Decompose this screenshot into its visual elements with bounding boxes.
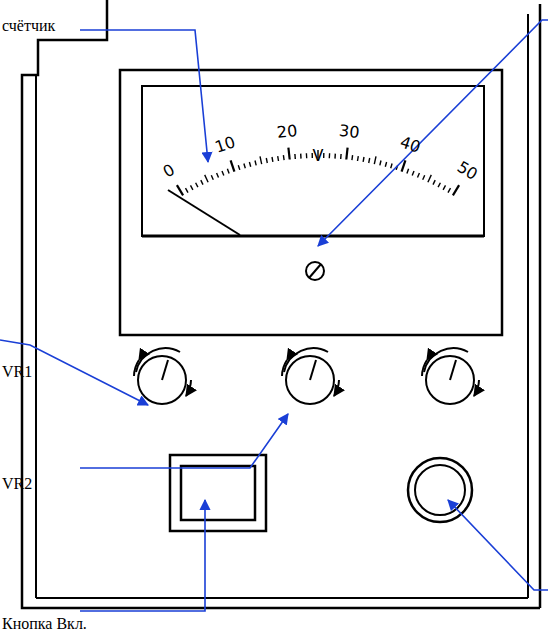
scale-tick	[222, 171, 224, 176]
scale-tick	[374, 156, 376, 164]
scale-tick	[249, 162, 250, 167]
scale-tick	[428, 175, 431, 182]
scale-tick	[340, 154, 342, 159]
scale-tick	[334, 154, 336, 159]
scale-tick	[260, 156, 262, 164]
scale-tick	[351, 155, 353, 160]
scale-tick	[423, 175, 425, 180]
scale-tick	[227, 169, 229, 174]
part-label: Кнопка Вкл.	[2, 616, 87, 632]
scale-tick	[412, 171, 414, 176]
scale-tick	[294, 154, 296, 159]
scale-tick	[300, 154, 302, 159]
part-label: VR2	[2, 476, 32, 492]
scale-tick	[443, 185, 445, 189]
scale-tick	[369, 158, 370, 163]
scale-tick	[453, 185, 459, 195]
part-label: счётчик	[2, 18, 55, 34]
scale-tick	[177, 185, 183, 195]
scale-tick	[288, 148, 289, 160]
scale-tick	[231, 160, 235, 171]
scale-tick	[329, 153, 331, 158]
scale-tick	[346, 148, 347, 160]
unit-label: V	[313, 148, 324, 164]
scale-tick	[238, 165, 240, 170]
scale-tick	[255, 161, 256, 166]
scale-tick	[391, 164, 392, 169]
scale-tick	[201, 180, 203, 185]
scale-number: 30	[338, 123, 360, 141]
scale-tick	[357, 156, 359, 161]
scale-tick	[407, 169, 409, 174]
scale-tick	[186, 188, 189, 192]
scale-tick	[418, 173, 420, 178]
scale-tick	[205, 175, 208, 182]
scale-tick	[283, 155, 285, 160]
scale-tick	[362, 157, 364, 162]
scale-tick	[271, 157, 273, 162]
scale-tick	[448, 188, 451, 192]
scale-tick	[196, 183, 198, 187]
scale-number: 20	[276, 123, 298, 141]
scale-tick	[191, 185, 193, 189]
scale-tick	[438, 183, 440, 187]
scale-tick	[306, 153, 308, 158]
scale-tick	[211, 175, 213, 180]
scale-tick	[217, 173, 219, 178]
part-label: VR1	[2, 364, 32, 380]
scale-tick	[277, 156, 279, 161]
scale-tick	[385, 162, 386, 167]
scale-tick	[244, 164, 245, 169]
scale-tick	[266, 158, 267, 163]
scale-tick	[380, 161, 381, 166]
scale-tick	[433, 180, 435, 185]
